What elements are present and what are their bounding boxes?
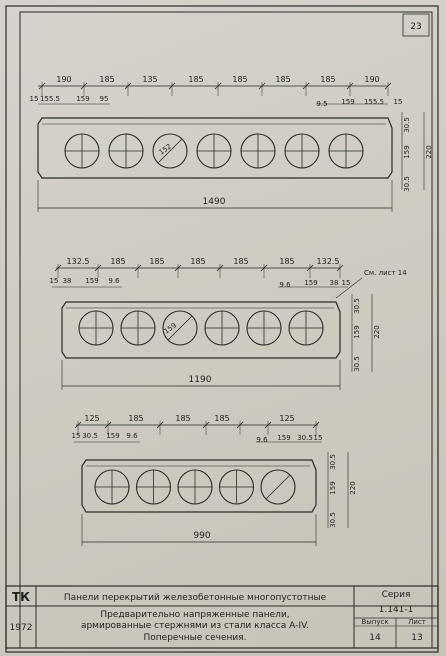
- s3-v-2: 159: [329, 481, 337, 494]
- void-diameter-line: [157, 138, 183, 164]
- tb-issue-value: 14: [369, 633, 381, 643]
- s1-sub-6: 159: [341, 98, 354, 106]
- s1-dim-1: 190: [56, 75, 71, 84]
- s2-dim-1: 132.5: [67, 257, 90, 266]
- s1-sub-1: 15: [30, 95, 39, 103]
- s2-sub-6: 159: [304, 279, 317, 287]
- void-circle: [162, 310, 198, 346]
- s3-length: 990: [193, 531, 210, 541]
- s2-v-4: 30.5: [353, 356, 361, 372]
- void-circle: [152, 133, 188, 169]
- tb-subtitle-3: Поперечные сечения.: [144, 633, 247, 643]
- tb-issue-label: Выпуск: [361, 618, 388, 626]
- s2-sub-5: 9.6: [279, 281, 291, 289]
- s1-dim-7: 185: [320, 75, 335, 84]
- s3-dim-2: 185: [128, 414, 143, 423]
- s1-sub-5: 9.5: [316, 100, 327, 108]
- s3-v-3: 220: [349, 481, 357, 494]
- s3-v-1: 30.5: [329, 454, 337, 470]
- s2-length: 1190: [189, 375, 212, 385]
- s3-sub-6: 159: [277, 434, 290, 442]
- tb-title: Панели перекрытий железобетонные многопу…: [64, 593, 327, 603]
- s2-v-1: 30.5: [353, 298, 361, 314]
- void-circle: [260, 469, 296, 505]
- s3-dim-4: 185: [214, 414, 229, 423]
- s3-sub-3: 159: [106, 432, 119, 440]
- s3-sub-1: 15: [72, 432, 81, 440]
- tb-sheet-value: 13: [411, 633, 422, 643]
- title-block: ТК Панели перекрытий железобетонные мног…: [5, 585, 439, 649]
- tb-series-label: Серия: [382, 590, 411, 600]
- s2-callout: См. лист 14: [364, 269, 407, 277]
- void-diameter-line: [167, 315, 193, 341]
- tb-subtitle-1: Предварительно напряженные панели,: [100, 610, 289, 620]
- tb-sheet-label: Лист: [408, 618, 426, 626]
- s3-sub-8: 15: [314, 434, 323, 442]
- s1-dim-3: 135: [142, 75, 157, 84]
- s1-v-4: 30.5: [403, 176, 411, 192]
- s3-dim-3: 185: [175, 414, 190, 423]
- page-number: 23: [410, 22, 421, 32]
- s3-sub-4: 9.6: [126, 432, 138, 440]
- s2-sub-1: 15: [50, 277, 59, 285]
- s1-length: 1490: [203, 197, 226, 207]
- s2-dim-3: 185: [149, 257, 164, 266]
- s2-sub-8: 15: [342, 279, 351, 287]
- s2-dim-7: 132.5: [317, 257, 340, 266]
- s2-v-2: 159: [353, 325, 361, 338]
- s3-sub-7: 30.5: [297, 434, 313, 442]
- s1-dim-6: 185: [275, 75, 290, 84]
- s2-sub-7: 38: [330, 279, 339, 287]
- tb-code: ТК: [12, 590, 30, 604]
- s3-sub-2: 30.5: [82, 432, 98, 440]
- section-990: 125 185 185 185 125 15 30.5 159 9.6 9.6 …: [72, 414, 357, 546]
- s1-v-1: 30.5: [403, 117, 411, 133]
- s3-v-4: 30.5: [329, 512, 337, 528]
- s2-dim-2: 185: [110, 257, 125, 266]
- section-1490: 190 185 135 185 185 185 185 190 15 155.5…: [30, 75, 433, 212]
- s1-dim-8: 190: [364, 75, 379, 84]
- s1-dim-4: 185: [188, 75, 203, 84]
- s2-panel-outline: [61, 301, 341, 359]
- s1-sub-2: 155.5: [40, 95, 60, 103]
- section-1190: 132.5 185 185 185 185 185 132.5 15 38 15…: [50, 257, 407, 390]
- page-number-box: [402, 13, 430, 37]
- s1-v-2: 159: [403, 145, 411, 158]
- s3-panel-outline: [81, 459, 317, 513]
- drawing-border: [19, 11, 433, 649]
- s1-panel-outline: [37, 117, 393, 179]
- s3-dim-1: 125: [84, 414, 99, 423]
- void-diameter-line: [265, 474, 291, 500]
- s2-sub-4: 9.6: [108, 277, 120, 285]
- s1-void-diameter: 152: [158, 142, 174, 156]
- s1-dim-5: 185: [232, 75, 247, 84]
- s2-sub-3: 159: [85, 277, 98, 285]
- s3-sub-5: 9.6: [256, 436, 268, 444]
- s2-void-diameter: 159: [163, 321, 179, 335]
- s1-sub-4: 95: [100, 95, 109, 103]
- s1-sub-8: 15: [394, 98, 403, 106]
- s1-v-3: 220: [425, 145, 433, 158]
- s2-dim-6: 185: [279, 257, 294, 266]
- s1-dim-2: 185: [99, 75, 114, 84]
- s2-v-3: 220: [373, 325, 381, 338]
- s2-dim-5: 185: [233, 257, 248, 266]
- s2-sub-2: 38: [63, 277, 72, 285]
- tb-series-value: 1.141-1: [379, 605, 414, 615]
- s3-dim-5: 125: [279, 414, 294, 423]
- s1-sub-3: 159: [76, 95, 89, 103]
- sheet-frame: [5, 5, 439, 653]
- s1-sub-7: 155.5: [364, 98, 384, 106]
- s2-dim-4: 185: [190, 257, 205, 266]
- tb-year: 1972: [10, 623, 33, 633]
- tb-subtitle-2: армированные стержнями из стали класса А…: [81, 621, 309, 631]
